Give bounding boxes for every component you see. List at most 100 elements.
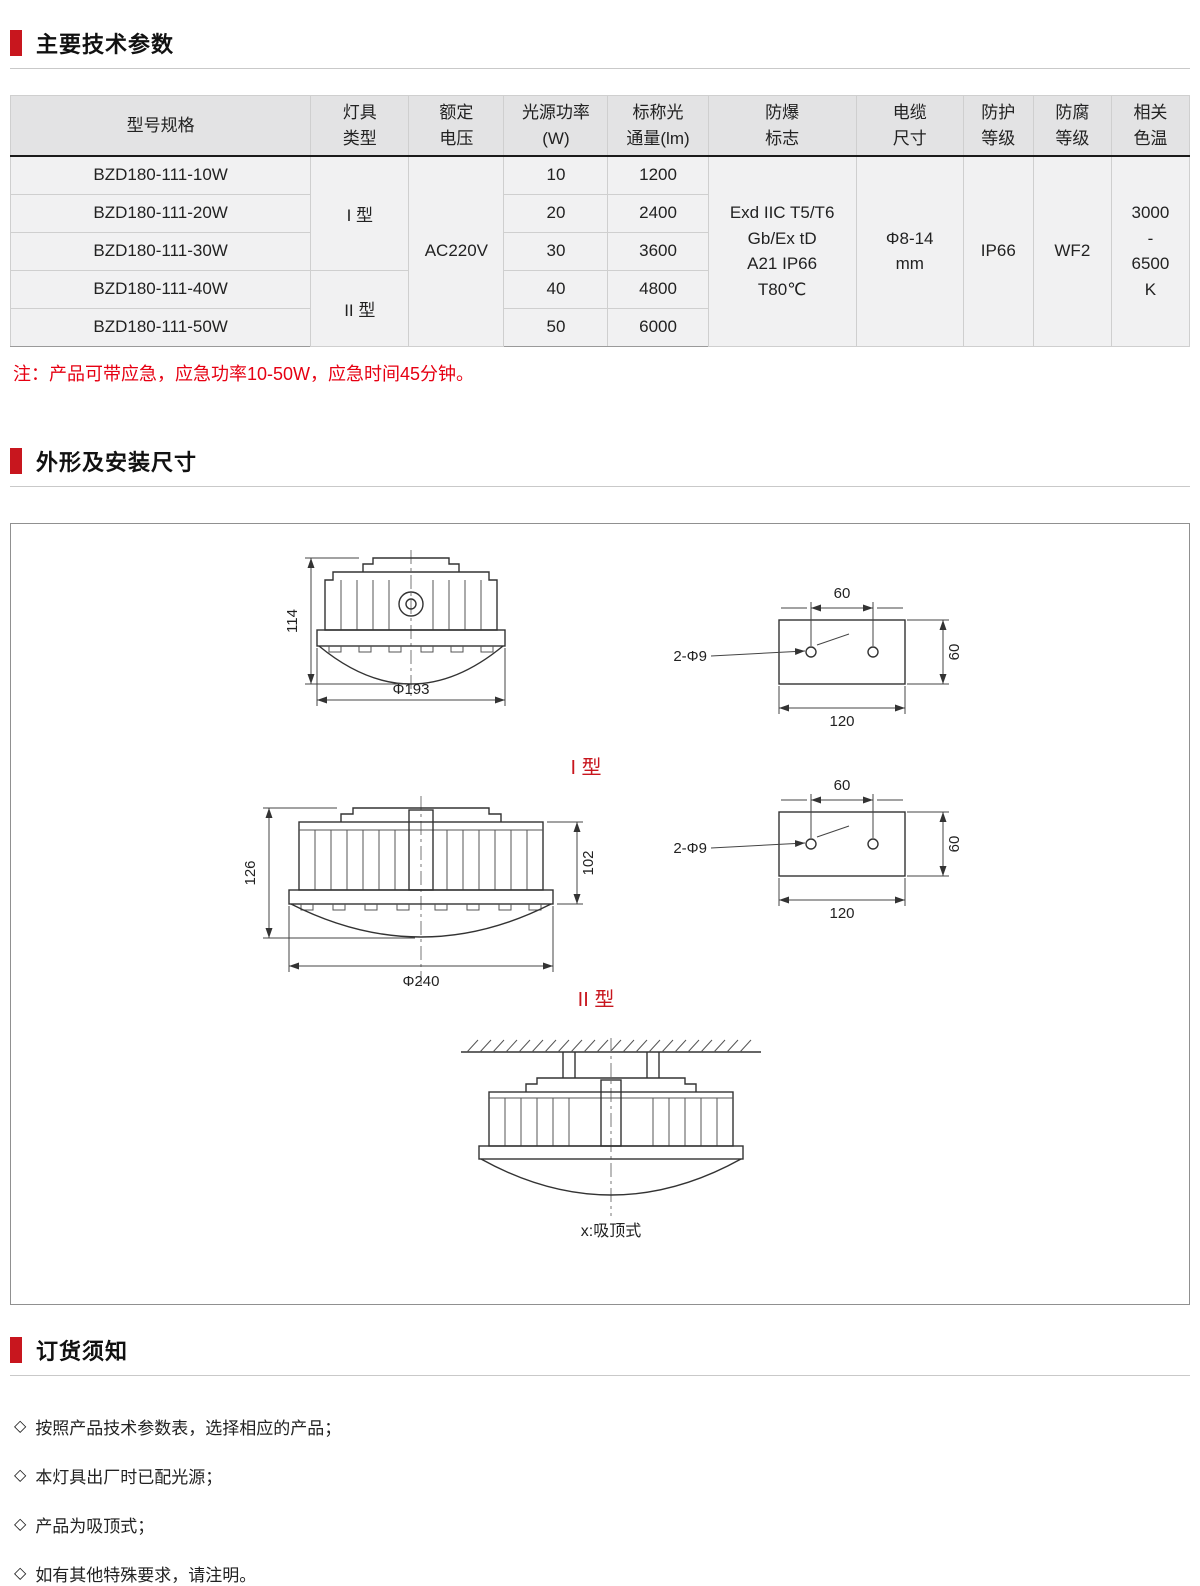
dim-plate2-width: 120 [829, 905, 854, 922]
cell-flux: 1200 [607, 155, 709, 195]
accent-bar-icon [10, 447, 22, 474]
lamp-type2-drawing [288, 795, 554, 984]
plate2-hole [805, 837, 817, 850]
cell-power: 30 [503, 231, 609, 271]
dim-lamp1-height: 114 [284, 609, 301, 633]
cell-power: 50 [503, 307, 609, 347]
table-row: BZD180-111-40W II 型 40 4800 [9, 269, 1190, 347]
accent-bar-icon [10, 1336, 22, 1363]
lamp2-top-tabs [340, 806, 502, 822]
cell-cct: 3000 - 6500 K [1110, 155, 1191, 347]
dim-extension-lines [288, 905, 554, 972]
leader-line [710, 647, 806, 656]
cell-type1: I 型 [310, 155, 410, 271]
ceiling-mount-label: x:吸顶式 [581, 1222, 641, 1240]
section-rule [10, 1374, 1190, 1376]
col-header-power: 光源功率 (W) [503, 95, 609, 157]
table-row: BZD180-111-50W 50 6000 [9, 307, 1190, 347]
cell-power: 10 [503, 155, 609, 195]
leader-line [710, 839, 806, 848]
lamp-type1-drawing [316, 549, 506, 698]
dim-plate2-holes: 2-Φ9 [673, 840, 707, 857]
spec-table: 型号规格 灯具 类型 额定 电压 光源功率 (W) 标称光 通量(lm) 防爆 … [9, 95, 1191, 347]
dim-plate2-height: 60 [946, 835, 963, 852]
dim-plate1-height: 60 [946, 643, 963, 660]
section-title-params: 主要技术参数 [36, 32, 175, 57]
spec-table-head: 型号规格 灯具 类型 额定 电压 光源功率 (W) 标称光 通量(lm) 防爆 … [9, 95, 1191, 157]
emergency-note: 注：产品可带应急，应急功率10-50W，应急时间45分钟。 [13, 363, 475, 384]
ordering-notes-list: ◇ 按照产品技术参数表，选择相应的产品； ◇ 本灯具出厂时已配光源； ◇ 产品为… [10, 1414, 1190, 1586]
list-item: ◇ 产品为吸顶式； [14, 1512, 1190, 1537]
cell-model: BZD180-111-40W [9, 269, 312, 309]
diamond-bullet-icon: ◇ [14, 1467, 27, 1484]
col-header-cable: 电缆 尺寸 [855, 95, 964, 157]
mount-stems [562, 1051, 660, 1078]
accent-bar-icon [10, 30, 22, 56]
cell-cable: Φ8-14 mm [855, 155, 964, 347]
dim-extension-lines [781, 601, 903, 646]
dim-extension-lines [305, 557, 405, 684]
section-title-ordering: 订货须知 [36, 1338, 129, 1364]
dim-extension-lines [781, 793, 903, 838]
dimension-drawing-canvas: 114 Φ193 2-Φ9 60 60 1 [242, 549, 963, 1240]
col-header-model: 型号规格 [9, 95, 312, 157]
lamp-type2-dimensions: 126 102 Φ240 [242, 807, 597, 990]
dim-lamp2-height-total: 126 [242, 860, 259, 885]
diamond-bullet-icon: ◇ [14, 1516, 27, 1533]
lamp2-dome [290, 902, 552, 938]
plate2-hole [867, 837, 879, 850]
dim-extension-lines [316, 647, 506, 706]
cell-flux: 4800 [607, 269, 709, 309]
diamond-bullet-icon: ◇ [14, 1418, 27, 1435]
list-item: ◇ 本灯具出厂时已配光源； [14, 1463, 1190, 1488]
lamp3-flange [478, 1144, 744, 1160]
section-header-ordering: 订货须知 [10, 1335, 1190, 1365]
col-header-wf: 防腐 等级 [1032, 95, 1112, 157]
col-header-voltage: 额定 电压 [408, 95, 505, 157]
table-row: BZD180-111-20W 20 2400 [9, 193, 1190, 233]
section-rule [10, 68, 1190, 69]
table-row: BZD180-111-30W 30 3600 [9, 231, 1190, 271]
ordering-note-text: 按照产品技术参数表，选择相应的产品； [35, 1418, 342, 1438]
cell-wf: WF2 [1032, 155, 1112, 347]
cell-exmark: Exd IIC T5/T6 Gb/Ex tD A21 IP66 T80℃ [707, 155, 857, 347]
plate2-outline [778, 810, 906, 877]
lamp1-dome [318, 644, 504, 685]
cell-flux: 3600 [607, 231, 709, 271]
cell-type2: II 型 [310, 269, 410, 347]
type2-label: II 型 [578, 988, 615, 1011]
leader-tick [816, 633, 850, 645]
lamp1-fins [340, 579, 482, 630]
leader-tick [816, 825, 850, 837]
cell-flux: 2400 [607, 193, 709, 233]
ceiling-hatching [466, 1039, 752, 1052]
cell-model: BZD180-111-20W [9, 193, 312, 233]
list-item: ◇ 按照产品技术参数表，选择相应的产品； [14, 1414, 1190, 1439]
table-row: BZD180-111-10W I 型 AC220V 10 1200 Exd II… [9, 155, 1191, 347]
lamp2-flange [288, 888, 554, 905]
col-header-cct: 相关 色温 [1110, 95, 1191, 157]
lamp3-fins [489, 1097, 733, 1146]
section-header-params: 主要技术参数 [10, 28, 1190, 58]
ceiling-mount-drawing: x:吸顶式 [461, 1037, 761, 1240]
dim-plate1-holes: 2-Φ9 [673, 648, 707, 665]
section-rule [10, 485, 1190, 487]
section-header-dimensions: 外形及安装尺寸 [10, 446, 1190, 476]
dim-lamp2-diameter: Φ240 [403, 973, 440, 990]
dim-lamp1-diameter: Φ193 [393, 681, 430, 698]
plate1-hole [867, 645, 879, 658]
diamond-bullet-icon: ◇ [14, 1565, 27, 1582]
cell-ip: IP66 [962, 155, 1034, 347]
cell-power: 20 [503, 193, 609, 233]
ordering-note-text: 产品为吸顶式； [35, 1516, 155, 1536]
lamp2-fins [299, 829, 543, 890]
dim-plate1-spacing: 60 [834, 585, 851, 602]
lamp-type1-dimensions: 114 Φ193 [284, 557, 506, 706]
header-row: 型号规格 灯具 类型 额定 电压 光源功率 (W) 标称光 通量(lm) 防爆 … [9, 95, 1191, 157]
dim-extension-lines [778, 877, 906, 906]
ordering-note-text: 本灯具出厂时已配光源； [35, 1467, 223, 1487]
ordering-note-text: 如有其他特殊要求，请注明。 [35, 1565, 257, 1585]
col-header-ip: 防护 等级 [962, 95, 1034, 157]
lamp3-dome [480, 1157, 742, 1196]
